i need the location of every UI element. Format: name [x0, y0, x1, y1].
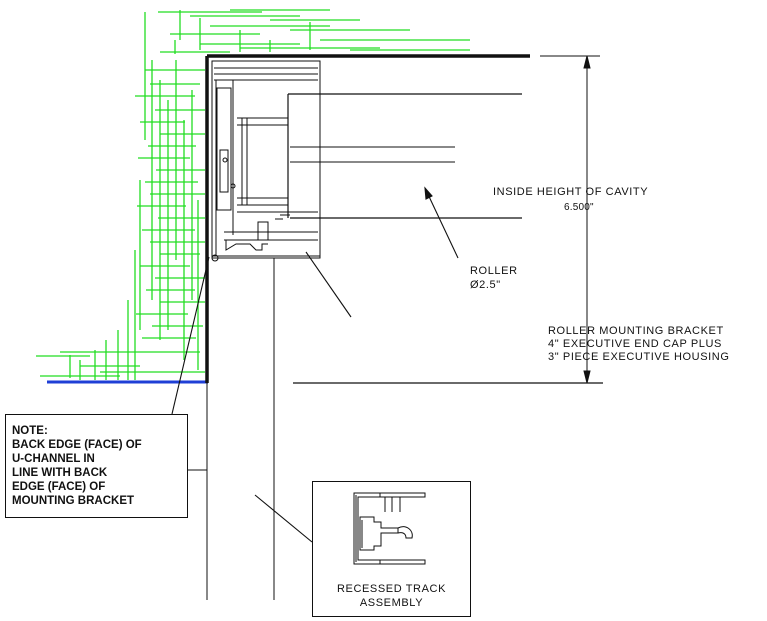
note-box: NOTE: BACK EDGE (FACE) OF U-CHANNEL IN L… [5, 414, 188, 518]
bracket-label-line1: ROLLER MOUNTING BRACKET [548, 325, 724, 337]
bracket-label-line2: 4" EXECUTIVE END CAP PLUS [548, 338, 722, 350]
housing-assembly [211, 60, 321, 262]
roller-tube [287, 93, 522, 219]
note-line: MOUNTING BRACKET [12, 495, 135, 507]
cavity-height-value: 6.500" [564, 202, 594, 213]
detail-caption-line2: ASSEMBLY [359, 597, 424, 609]
detail-caption-line1: RECESSED TRACK [336, 583, 447, 595]
note-line: EDGE (FACE) OF [12, 481, 106, 493]
roller-diameter: Ø2.5" [470, 279, 501, 291]
leader-lines [171, 186, 459, 543]
cavity-outline [205, 54, 603, 384]
height-dimension [583, 55, 591, 384]
cavity-height-label: INSIDE HEIGHT OF CAVITY [493, 186, 649, 198]
wall-hatch-pattern [36, 9, 470, 380]
roller-label: ROLLER [470, 265, 518, 277]
note-line: BACK EDGE (FACE) OF [12, 439, 142, 451]
bracket-label-line3: 3" PIECE EXECUTIVE HOUSING [548, 351, 730, 363]
note-line: U-CHANNEL IN [12, 453, 95, 465]
recessed-track-detail-box: RECESSED TRACK ASSEMBLY [312, 481, 471, 617]
note-line: NOTE: [12, 425, 48, 437]
fabric-lines [206, 258, 275, 600]
recessed-track-profile [353, 492, 426, 565]
note-line: LINE WITH BACK [12, 467, 108, 479]
